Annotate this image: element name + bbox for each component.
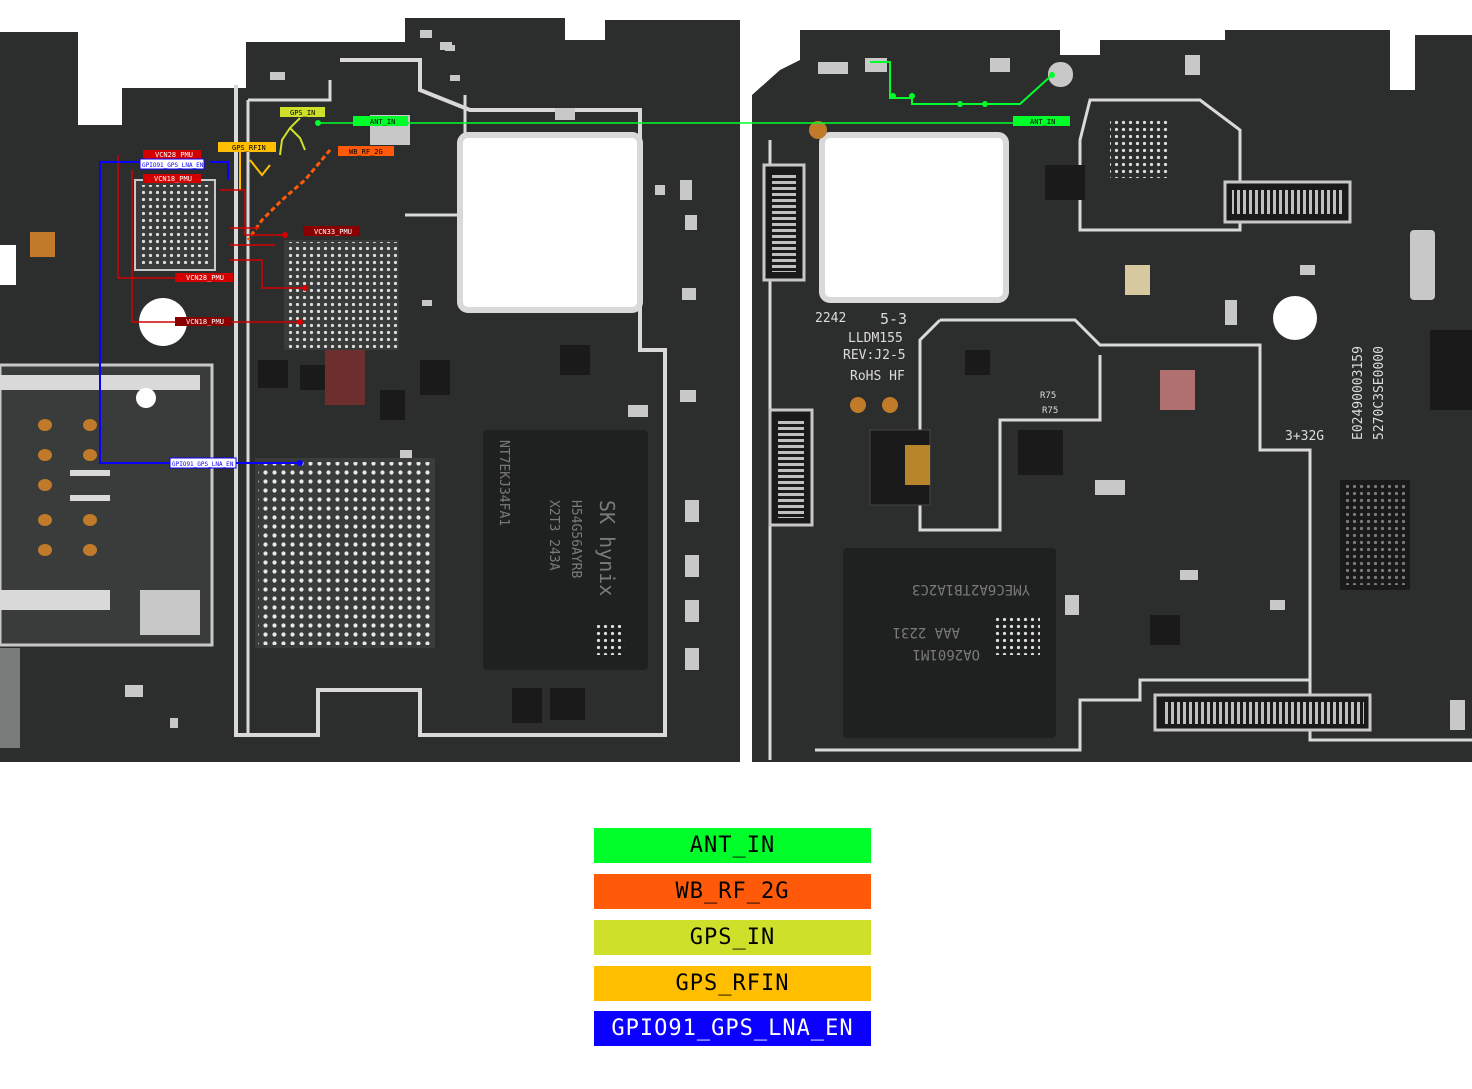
silk-r75-a: R75	[1040, 391, 1056, 401]
silk-rohs: RoHS HF	[850, 369, 905, 384]
emmc-line1: H54G56AYRB	[568, 500, 583, 578]
label-vcn28-top: VCN28_PMU	[155, 151, 193, 159]
legend-item-gps-in: GPS_IN	[594, 920, 871, 955]
label-wb-rf-2g-bg	[338, 146, 394, 156]
legend-label: GPS_IN	[689, 925, 776, 950]
silk-rev-tag: 5-3	[880, 310, 907, 328]
label-vcn28-bottom-bg	[175, 273, 233, 282]
legend-item-gpio91: GPIO91_GPS_LNA_EN	[594, 1011, 871, 1046]
left-shield-trace	[234, 58, 667, 737]
label-ant-in-left-bg	[353, 116, 408, 126]
label-vcn28-top-bg	[143, 150, 201, 159]
label-wb-rf-2g: WB_RF_2G	[349, 148, 383, 156]
legend-item-wb-rf-2g: WB_RF_2G	[594, 874, 871, 909]
label-gpio91-bottom-bg	[169, 457, 237, 469]
legend-label: GPS_RFIN	[675, 971, 790, 996]
label-gps-in-bg	[280, 107, 325, 117]
label-vcn18-bottom: VCN18_PMU	[186, 318, 224, 326]
label-gps-in: GPS_IN	[290, 109, 315, 117]
gps-in-trace	[279, 117, 306, 156]
label-vcn33: VCN33_PMU	[314, 228, 352, 236]
label-vcn18-top: VCN18_PMU	[154, 175, 192, 183]
label-vcn18-bottom-bg	[175, 317, 232, 326]
right-camera-cutout	[819, 132, 1009, 303]
legend-label: WB_RF_2G	[675, 879, 790, 904]
label-gpio91-bottom: GPIO91_GPS_LNA_EN	[172, 461, 234, 468]
legend-item-gps-rfin: GPS_RFIN	[594, 966, 871, 1001]
label-gpio91-top-bg	[139, 158, 205, 170]
label-gps-rfin: GPS_RFIN	[232, 144, 266, 152]
emcp-chip	[843, 548, 1056, 738]
left-ics	[258, 345, 590, 723]
gps-rfin-trace	[239, 150, 271, 190]
silk-memory: 3+32G	[1285, 429, 1324, 444]
emcp-line3: OA2601M1	[913, 646, 980, 662]
label-ant-in-right: ANT_IN	[1030, 118, 1055, 126]
silk-model: LLDM155	[848, 331, 903, 346]
silk-serial-2: 5270C3SE0000	[1372, 346, 1387, 440]
wb-rf-2g-trace	[246, 149, 332, 241]
emcp-line1: YMEC6A2TB1A2C3	[912, 581, 1030, 597]
label-ant-in-right-bg	[1013, 116, 1070, 126]
legend-label: GPIO91_GPS_LNA_EN	[611, 1016, 854, 1041]
legend-label: ANT_IN	[689, 833, 776, 858]
emmc-chip	[483, 430, 648, 670]
pcb-diagram: SK hynix H54G56AYRB X2T3 243A NT7EKJ34FA…	[0, 18, 1472, 762]
silk-date-code: 2242	[815, 311, 846, 326]
label-vcn33-bg	[303, 226, 360, 236]
emmc-line2: X2T3 243A	[546, 500, 561, 571]
right-shield-trace-2	[918, 318, 1102, 532]
label-ant-in-left: ANT_IN	[370, 118, 395, 126]
left-board: SK hynix H54G56AYRB X2T3 243A NT7EKJ34FA…	[0, 18, 740, 762]
right-mount-hole	[1273, 296, 1317, 340]
label-vcn18-top-bg	[143, 174, 201, 183]
silk-serial-1: E02490003159	[1351, 346, 1366, 440]
label-gpio91-top: GPIO91_GPS_LNA_EN	[142, 162, 204, 169]
emcp-line2: AAA 2231	[893, 624, 960, 640]
right-shield-trace-3	[1078, 98, 1242, 232]
emmc-brand: SK hynix	[595, 500, 619, 596]
label-vcn28-bottom: VCN28_PMU	[186, 274, 224, 282]
silk-revision: REV:J2-5	[843, 348, 906, 363]
legend-item-ant-in: ANT_IN	[594, 828, 871, 863]
emmc-line3: NT7EKJ34FA1	[496, 440, 511, 526]
net-label-tags: GPS_IN ANT_IN ANT_IN GPS_RFIN WB_RF_2G V…	[139, 107, 1070, 469]
right-board: YMEC6A2TB1A2C3 AAA 2231 OA2601M1	[752, 30, 1472, 762]
label-gps-rfin-bg	[218, 142, 276, 152]
silk-r75-b: R75	[1042, 406, 1058, 416]
left-camera-cutout	[457, 132, 643, 313]
pmu-power-trace	[117, 155, 305, 323]
